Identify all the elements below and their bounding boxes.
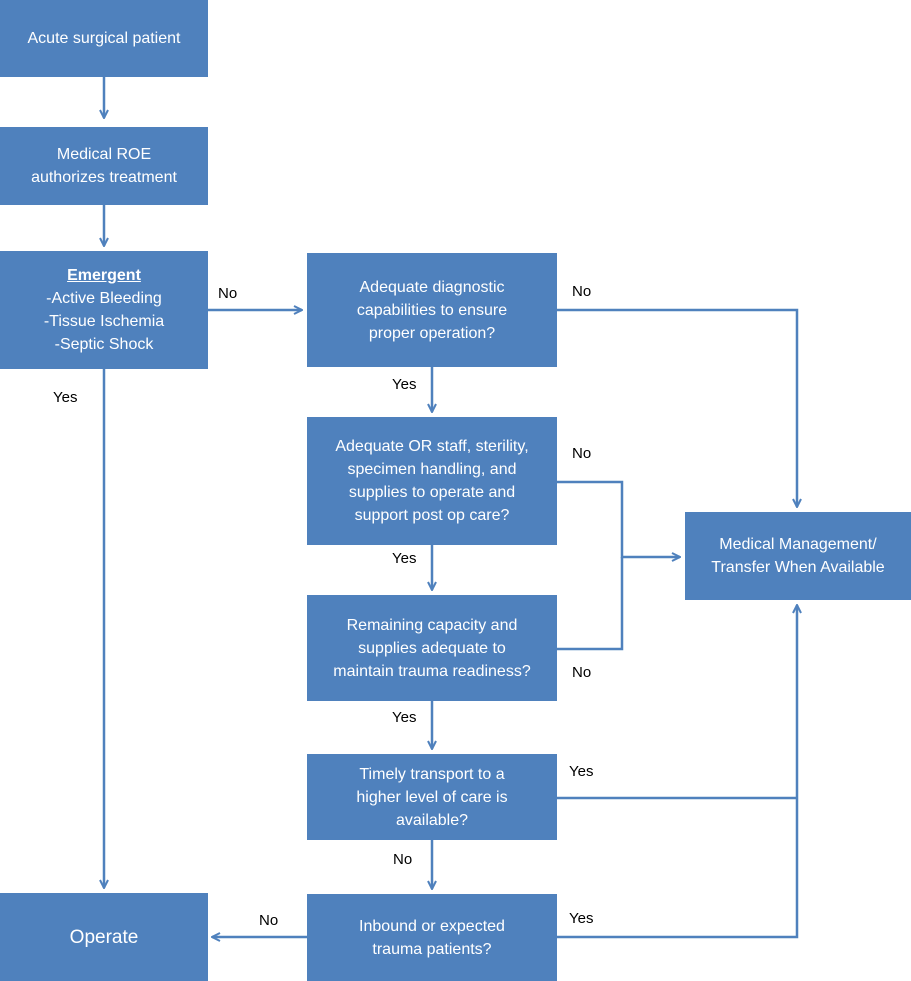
node-line: specimen handling, and [347,461,517,478]
node-text: Operate [70,926,139,949]
node-text: Inbound or expected trauma patients? [359,915,505,961]
arrow-diagnostic-no-to-medmgmt [557,308,797,507]
node-timely-transport: Timely transport to a higher level of ca… [307,754,557,840]
node-line: Medical ROE [56,146,152,163]
node-medical-management: Medical Management/ Transfer When Availa… [685,512,911,600]
node-line: support post op care? [354,507,510,524]
node-text: Emergent -Active Bleeding -Tissue Ischem… [44,264,164,356]
edge-label-inbound-no: No [259,912,279,929]
node-line: Timely transport to a [359,765,505,783]
node-line: -Tissue Ischemia [43,313,165,330]
node-medical-roe: Medical ROE authorizes treatment [0,127,208,205]
edge-label-emergent-no: No [218,285,238,302]
node-line: Remaining capacity and [346,616,518,634]
node-line: proper operation? [368,324,496,342]
line-capacity-no [557,557,624,651]
edge-label-capacity-no: No [572,664,592,681]
arrow-inbound-yes-to-medmgmt [557,605,797,939]
node-line: Acute surgical patient [27,30,181,47]
node-text: Adequate OR staff, sterility, specimen h… [335,435,528,527]
edge-label-staff-no: No [572,445,592,462]
node-line: Adequate OR staff, sterility, [335,438,529,455]
node-operate: Operate [0,893,208,981]
edge-label-inbound-yes: Yes [569,910,594,927]
node-text: Acute surgical patient [28,27,181,50]
node-line: trauma patients? [372,940,492,958]
edge-label-transport-no: No [393,851,413,868]
node-adequate-diagnostic: Adequate diagnostic capabilities to ensu… [307,253,557,367]
node-text: Medical ROE authorizes treatment [31,143,177,189]
edge-label-staff-yes: Yes [392,550,417,567]
node-line: Adequate diagnostic [359,278,505,296]
node-text: Medical Management/ Transfer When Availa… [711,533,884,579]
node-line: maintain trauma readiness? [333,662,531,680]
arrow-staff-no-to-medmgmt [557,480,680,557]
node-line: -Active Bleeding [46,290,162,307]
node-line: -Septic Shock [54,336,154,353]
node-text: Remaining capacity and supplies adequate… [333,614,530,683]
node-line: Medical Management/ [719,536,877,553]
node-text: Adequate diagnostic capabilities to ensu… [357,276,507,345]
node-line: authorizes treatment [31,169,177,186]
node-line: supplies to operate and [348,484,516,501]
node-remaining-capacity: Remaining capacity and supplies adequate… [307,595,557,701]
edge-label-diagnostic-no: No [572,283,592,300]
node-line: supplies adequate to [358,639,506,657]
node-line: higher level of care is [356,788,508,806]
node-acute-surgical-patient: Acute surgical patient [0,0,208,77]
node-line: capabilities to ensure [356,301,508,319]
edge-label-emergent-yes: Yes [53,389,78,406]
node-header: Emergent [67,267,141,284]
edge-label-transport-yes: Yes [569,763,594,780]
node-emergent: Emergent -Active Bleeding -Tissue Ischem… [0,251,208,369]
node-adequate-or-staff: Adequate OR staff, sterility, specimen h… [307,417,557,545]
node-line: Transfer When Available [711,559,885,576]
edge-label-capacity-yes: Yes [392,709,417,726]
node-line: Operate [69,926,139,948]
node-line: available? [395,811,469,829]
node-text: Timely transport to a higher level of ca… [356,763,507,832]
edge-label-diagnostic-yes: Yes [392,376,417,393]
node-inbound-trauma: Inbound or expected trauma patients? [307,894,557,981]
node-line: Inbound or expected [359,917,505,935]
